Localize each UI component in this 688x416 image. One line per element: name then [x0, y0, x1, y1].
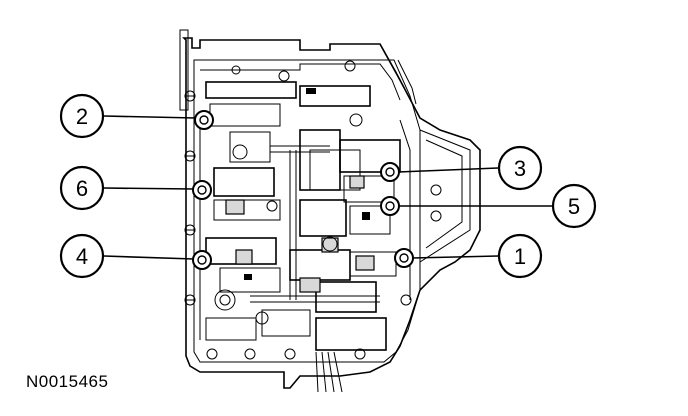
- valve-body-housing: [179, 29, 481, 389]
- leader-lines: [103, 115, 552, 260]
- callout-4: 4: [59, 233, 105, 279]
- callout-number: 3: [514, 156, 526, 181]
- valve-body-channels: [199, 81, 411, 351]
- callout-number: 1: [514, 244, 526, 269]
- leader-2: [103, 115, 197, 119]
- leader-6: [103, 187, 195, 190]
- callout-number: 2: [76, 104, 88, 129]
- callout-1: 1: [497, 233, 543, 279]
- figure-id-label: N0015465: [26, 372, 109, 391]
- leader-3: [397, 167, 499, 173]
- bolt-3: [380, 162, 400, 182]
- bolt-4: [192, 250, 212, 270]
- bolt-2: [194, 110, 214, 130]
- callout-2: 2: [59, 93, 105, 139]
- bolt-6: [192, 180, 212, 200]
- callout-6: 6: [59, 165, 105, 211]
- numbered-bolts: [192, 110, 414, 270]
- leader-4: [103, 255, 195, 260]
- callout-number: 4: [76, 244, 88, 269]
- callout-number: 5: [568, 194, 580, 219]
- bolt-1: [394, 248, 414, 268]
- wire-harness: [315, 351, 343, 393]
- callout-5: 5: [551, 183, 597, 229]
- bolt-5: [380, 196, 400, 216]
- perimeter-bolts: [184, 60, 442, 360]
- callout-3: 3: [497, 145, 543, 191]
- leader-1: [411, 255, 499, 259]
- callout-number: 6: [76, 176, 88, 201]
